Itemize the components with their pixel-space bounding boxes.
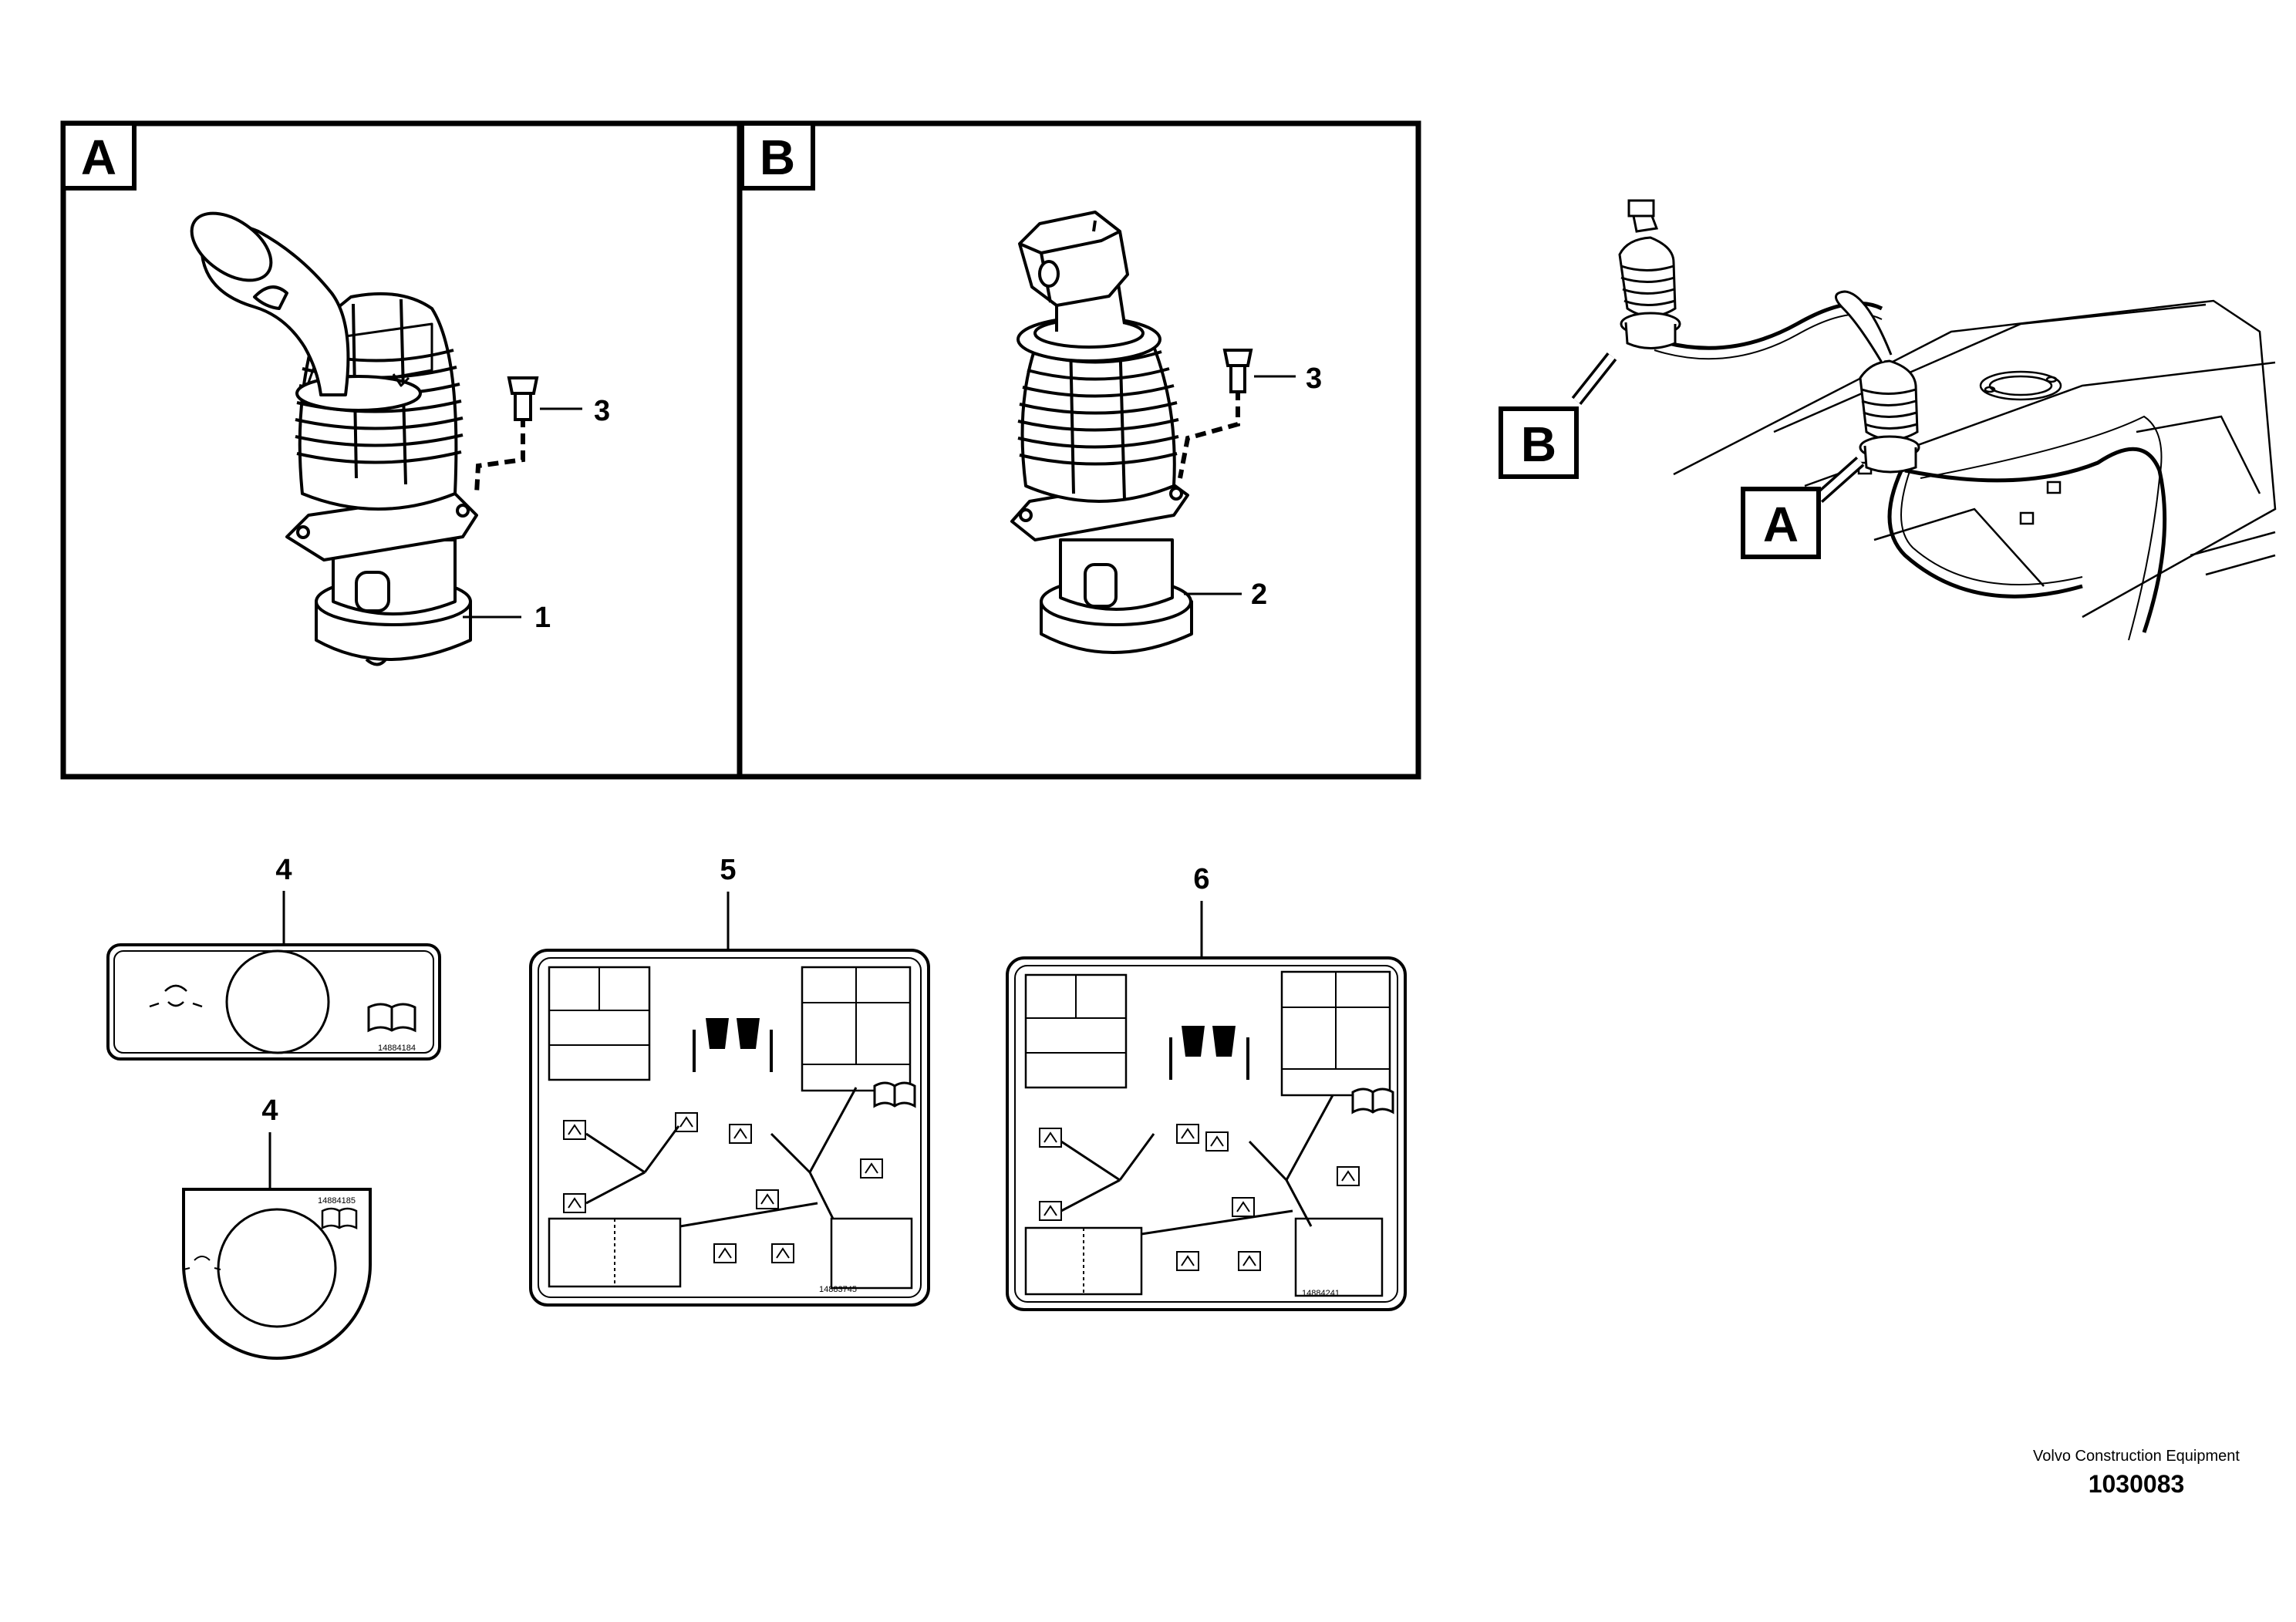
callout-4-a: 4 xyxy=(275,854,292,886)
cab-overview-illustration xyxy=(1654,299,2277,641)
panel-a-tag xyxy=(61,121,137,191)
callout-5: 5 xyxy=(720,854,736,886)
overview-label-b-group: B xyxy=(1499,352,1617,479)
decal-5-control-pattern: 5 xyxy=(529,854,930,1307)
book-icon-decal-5 xyxy=(873,1081,916,1108)
panel-b-letter: B xyxy=(760,130,795,185)
rotate-arrows-icon-small xyxy=(183,1256,221,1270)
callout-1-group: 1 xyxy=(463,602,551,634)
screw-b: 3 xyxy=(1178,349,1322,479)
callout-3-b: 3 xyxy=(1306,363,1322,395)
decal-4-code-b: 14884185 xyxy=(318,1196,356,1206)
callout-4-b: 4 xyxy=(261,1094,278,1127)
footer-block: Volvo Construction Equipment 1030083 xyxy=(2005,1447,2267,1499)
manufacturer-name: Volvo Construction Equipment xyxy=(2033,1448,2240,1465)
overview-joystick-b xyxy=(1618,199,1681,349)
panel-b-tag xyxy=(740,121,815,191)
decal-5-code: 14883745 xyxy=(819,1285,857,1294)
document-number: 1030083 xyxy=(2088,1470,2185,1498)
decal-6-control-pattern: 6 xyxy=(1006,863,1407,1311)
decal-4-code-a: 14884184 xyxy=(378,1044,416,1053)
callout-2: 2 xyxy=(1251,578,1267,611)
decal-6-code: 14884241 xyxy=(1302,1289,1340,1298)
overview-label-a: A xyxy=(1763,497,1799,552)
book-icon xyxy=(367,1003,416,1033)
decal-4-rounded: 4 14884185 xyxy=(182,1094,372,1360)
panel-b-frame xyxy=(737,120,1421,780)
decal-4-rectangular: 4 14884184 xyxy=(106,854,441,1061)
joystick-a-illustration xyxy=(190,211,478,666)
overview-label-b: B xyxy=(1521,416,1556,472)
screw-a: 3 xyxy=(474,376,610,494)
overview-tag-b xyxy=(1499,406,1579,479)
detail-panels: A B xyxy=(60,120,1421,780)
rotate-arrows-icon xyxy=(149,984,203,1008)
overview-tag-a xyxy=(1741,487,1821,559)
panel-a-letter: A xyxy=(81,130,116,185)
book-icon-decal-6 xyxy=(1351,1088,1394,1114)
joystick-b-illustration xyxy=(1010,211,1193,654)
overview-joystick-a xyxy=(1835,290,1920,474)
book-icon-small xyxy=(321,1207,358,1230)
overview-label-a-group: A xyxy=(1741,457,1865,559)
callout-6: 6 xyxy=(1193,863,1209,895)
callout-3-a: 3 xyxy=(594,395,610,427)
callout-1: 1 xyxy=(534,602,551,634)
callout-2-group: 2 xyxy=(1184,578,1267,611)
